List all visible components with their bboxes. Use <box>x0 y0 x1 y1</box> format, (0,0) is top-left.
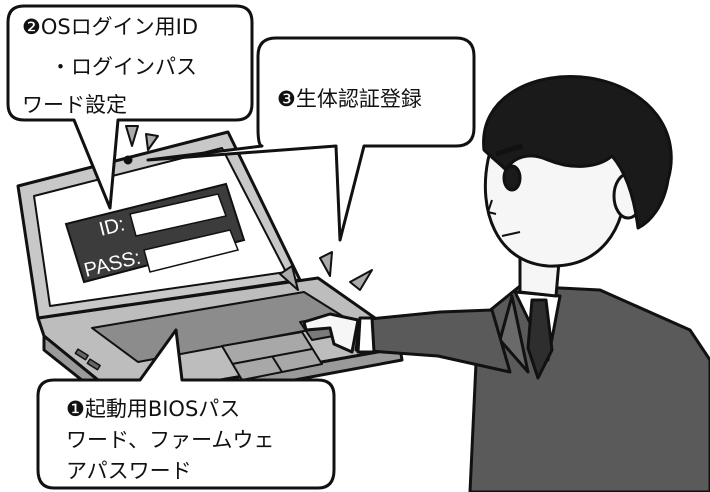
callout-bios-line2: ワード、ファームウェ <box>66 428 275 452</box>
businessman <box>302 75 710 492</box>
callout-bubble-os-login <box>6 4 254 210</box>
webcam <box>123 155 133 165</box>
hair <box>482 75 673 230</box>
callout-biometric-line1: ❸生体認証登録 <box>277 84 477 115</box>
callout-bubble-biometric <box>146 36 476 242</box>
hand <box>302 312 360 354</box>
badge-3-icon: ❸ <box>277 87 296 111</box>
callout-os-login-text1: OSログイン用ID <box>40 15 199 39</box>
callout-os-login-line3: ワード設定 <box>22 93 127 117</box>
badge-2-icon: ❷ <box>22 15 41 39</box>
arm <box>354 308 512 374</box>
pass-input-box <box>143 229 240 273</box>
badge-1-icon: ❶ <box>66 397 85 421</box>
callout-bios-text1: 起動用BIOSパス <box>84 397 241 421</box>
eye <box>502 164 522 192</box>
callout-os-login-line2: ・ログインパス <box>50 55 197 79</box>
callout-bios-line3: アパスワード <box>66 459 192 483</box>
callout-biometric-text1: 生体認証登録 <box>295 87 422 111</box>
callout-bubble-bios <box>36 328 336 490</box>
tie <box>526 298 554 380</box>
speech-bubbles <box>6 4 476 490</box>
id-input-box <box>129 193 227 237</box>
callout-os-login-line1: ❷OSログイン用ID <box>22 12 252 43</box>
callout-bios-line1: ❶起動用BIOSパス <box>66 394 316 425</box>
